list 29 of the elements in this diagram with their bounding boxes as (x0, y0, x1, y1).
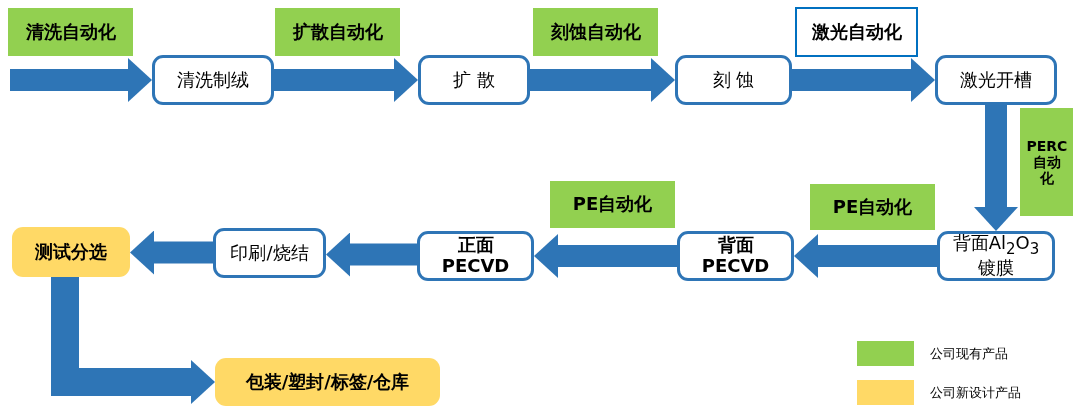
automation-label: PE自动化 (550, 181, 675, 228)
block-arrow (534, 234, 677, 278)
block-arrow (274, 58, 418, 102)
process-box: 激光开槽 (935, 55, 1057, 105)
block-arrow (130, 230, 213, 275)
block-arrow (326, 232, 417, 277)
process-box: 刻 蚀 (675, 55, 792, 105)
automation-label: 扩散自动化 (275, 8, 400, 56)
process-box: 正面 PECVD (417, 231, 534, 281)
automation-label: PE自动化 (810, 184, 935, 230)
block-arrow (792, 58, 935, 102)
automation-label: PERC自动化 (1020, 108, 1073, 216)
process-box: 印刷/烧结 (213, 228, 326, 278)
block-arrow (10, 58, 152, 102)
process-box: 扩 散 (418, 55, 530, 105)
automation-label: 清洗自动化 (8, 8, 133, 56)
block-arrow (794, 234, 937, 278)
legend-label: 公司现有产品 (930, 345, 1008, 363)
block-arrow (530, 58, 675, 102)
process-box: 背面Al$_{2}$O$_{3}$ 镀膜 (937, 231, 1055, 281)
automation-label: 刻蚀自动化 (533, 8, 658, 56)
process-box: 测试分选 (12, 227, 130, 277)
legend-label: 公司新设计产品 (930, 384, 1021, 402)
automation-label: 激光自动化 (795, 7, 918, 57)
block-arrow (51, 277, 215, 404)
block-arrow (974, 105, 1018, 231)
process-box: 清洗制绒 (152, 55, 274, 105)
process-box: 背面 PECVD (677, 231, 794, 281)
process-box: 包装/塑封/标签/仓库 (215, 358, 440, 406)
